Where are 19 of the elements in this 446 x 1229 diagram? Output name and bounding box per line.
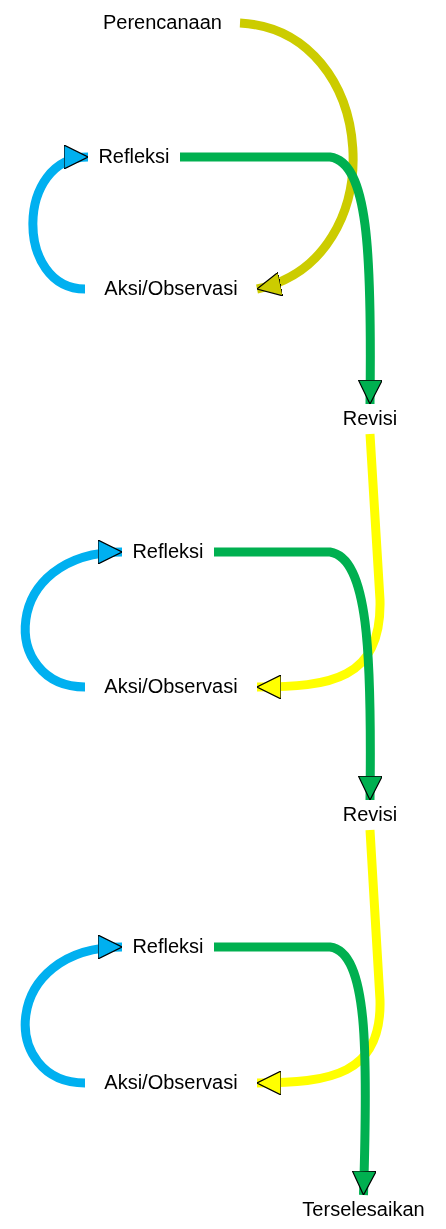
curved-arrow xyxy=(239,18,358,294)
step-label: Refleksi xyxy=(122,932,214,962)
curved-arrow xyxy=(256,829,385,1096)
step-label: Revisi xyxy=(335,404,405,434)
curved-arrow xyxy=(180,152,383,405)
step-label: Aksi/Observasi xyxy=(85,672,257,702)
step-label: Refleksi xyxy=(122,537,214,567)
curved-arrow xyxy=(21,936,123,1088)
curved-arrow xyxy=(28,148,89,294)
curved-arrow xyxy=(214,547,383,801)
curved-arrow xyxy=(214,942,377,1196)
step-label: Perencanaan xyxy=(85,8,240,38)
step-label: Refleksi xyxy=(88,142,180,172)
step-label: Aksi/Observasi xyxy=(85,274,257,304)
curved-arrow xyxy=(256,433,385,700)
curved-arrow xyxy=(21,541,123,692)
step-label: Terselesaikan xyxy=(285,1195,442,1225)
step-label: Aksi/Observasi xyxy=(85,1068,257,1098)
step-label: Revisi xyxy=(335,800,405,830)
